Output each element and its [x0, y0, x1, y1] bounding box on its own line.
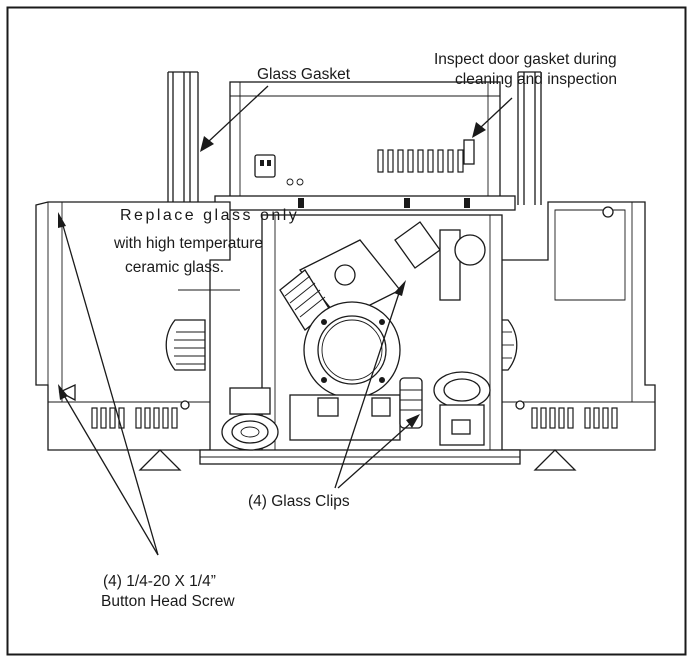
- left-side-panel: [35, 201, 240, 451]
- label-replace-line1: Replace glass only: [120, 207, 299, 224]
- center-mechanism: [199, 214, 521, 465]
- label-inspect-line2: cleaning and inspection: [455, 71, 617, 88]
- label-inspect-line1: Inspect door gasket during: [434, 51, 617, 68]
- label-glass-gasket: Glass Gasket: [257, 66, 351, 83]
- figure-frame: [6, 6, 687, 656]
- label-replace-line3: ceramic glass.: [125, 259, 224, 276]
- label-replace-line2: with high temperature: [113, 235, 263, 252]
- leader-lines: [58, 85, 513, 556]
- label-screw-line2: Button Head Screw: [101, 593, 235, 610]
- callout-labels: Glass Gasket Inspect door gasket during …: [101, 51, 617, 610]
- upper-panel: [214, 81, 516, 211]
- lower-blower-right: [433, 371, 491, 446]
- right-side-panel: [499, 201, 656, 451]
- feet: [58, 383, 577, 471]
- upper-rails: [167, 71, 542, 205]
- label-screw-line1: (4) 1/4-20 X 1/4”: [103, 573, 216, 590]
- label-glass-clips: (4) Glass Clips: [248, 493, 350, 510]
- lower-blower-left: [221, 387, 279, 451]
